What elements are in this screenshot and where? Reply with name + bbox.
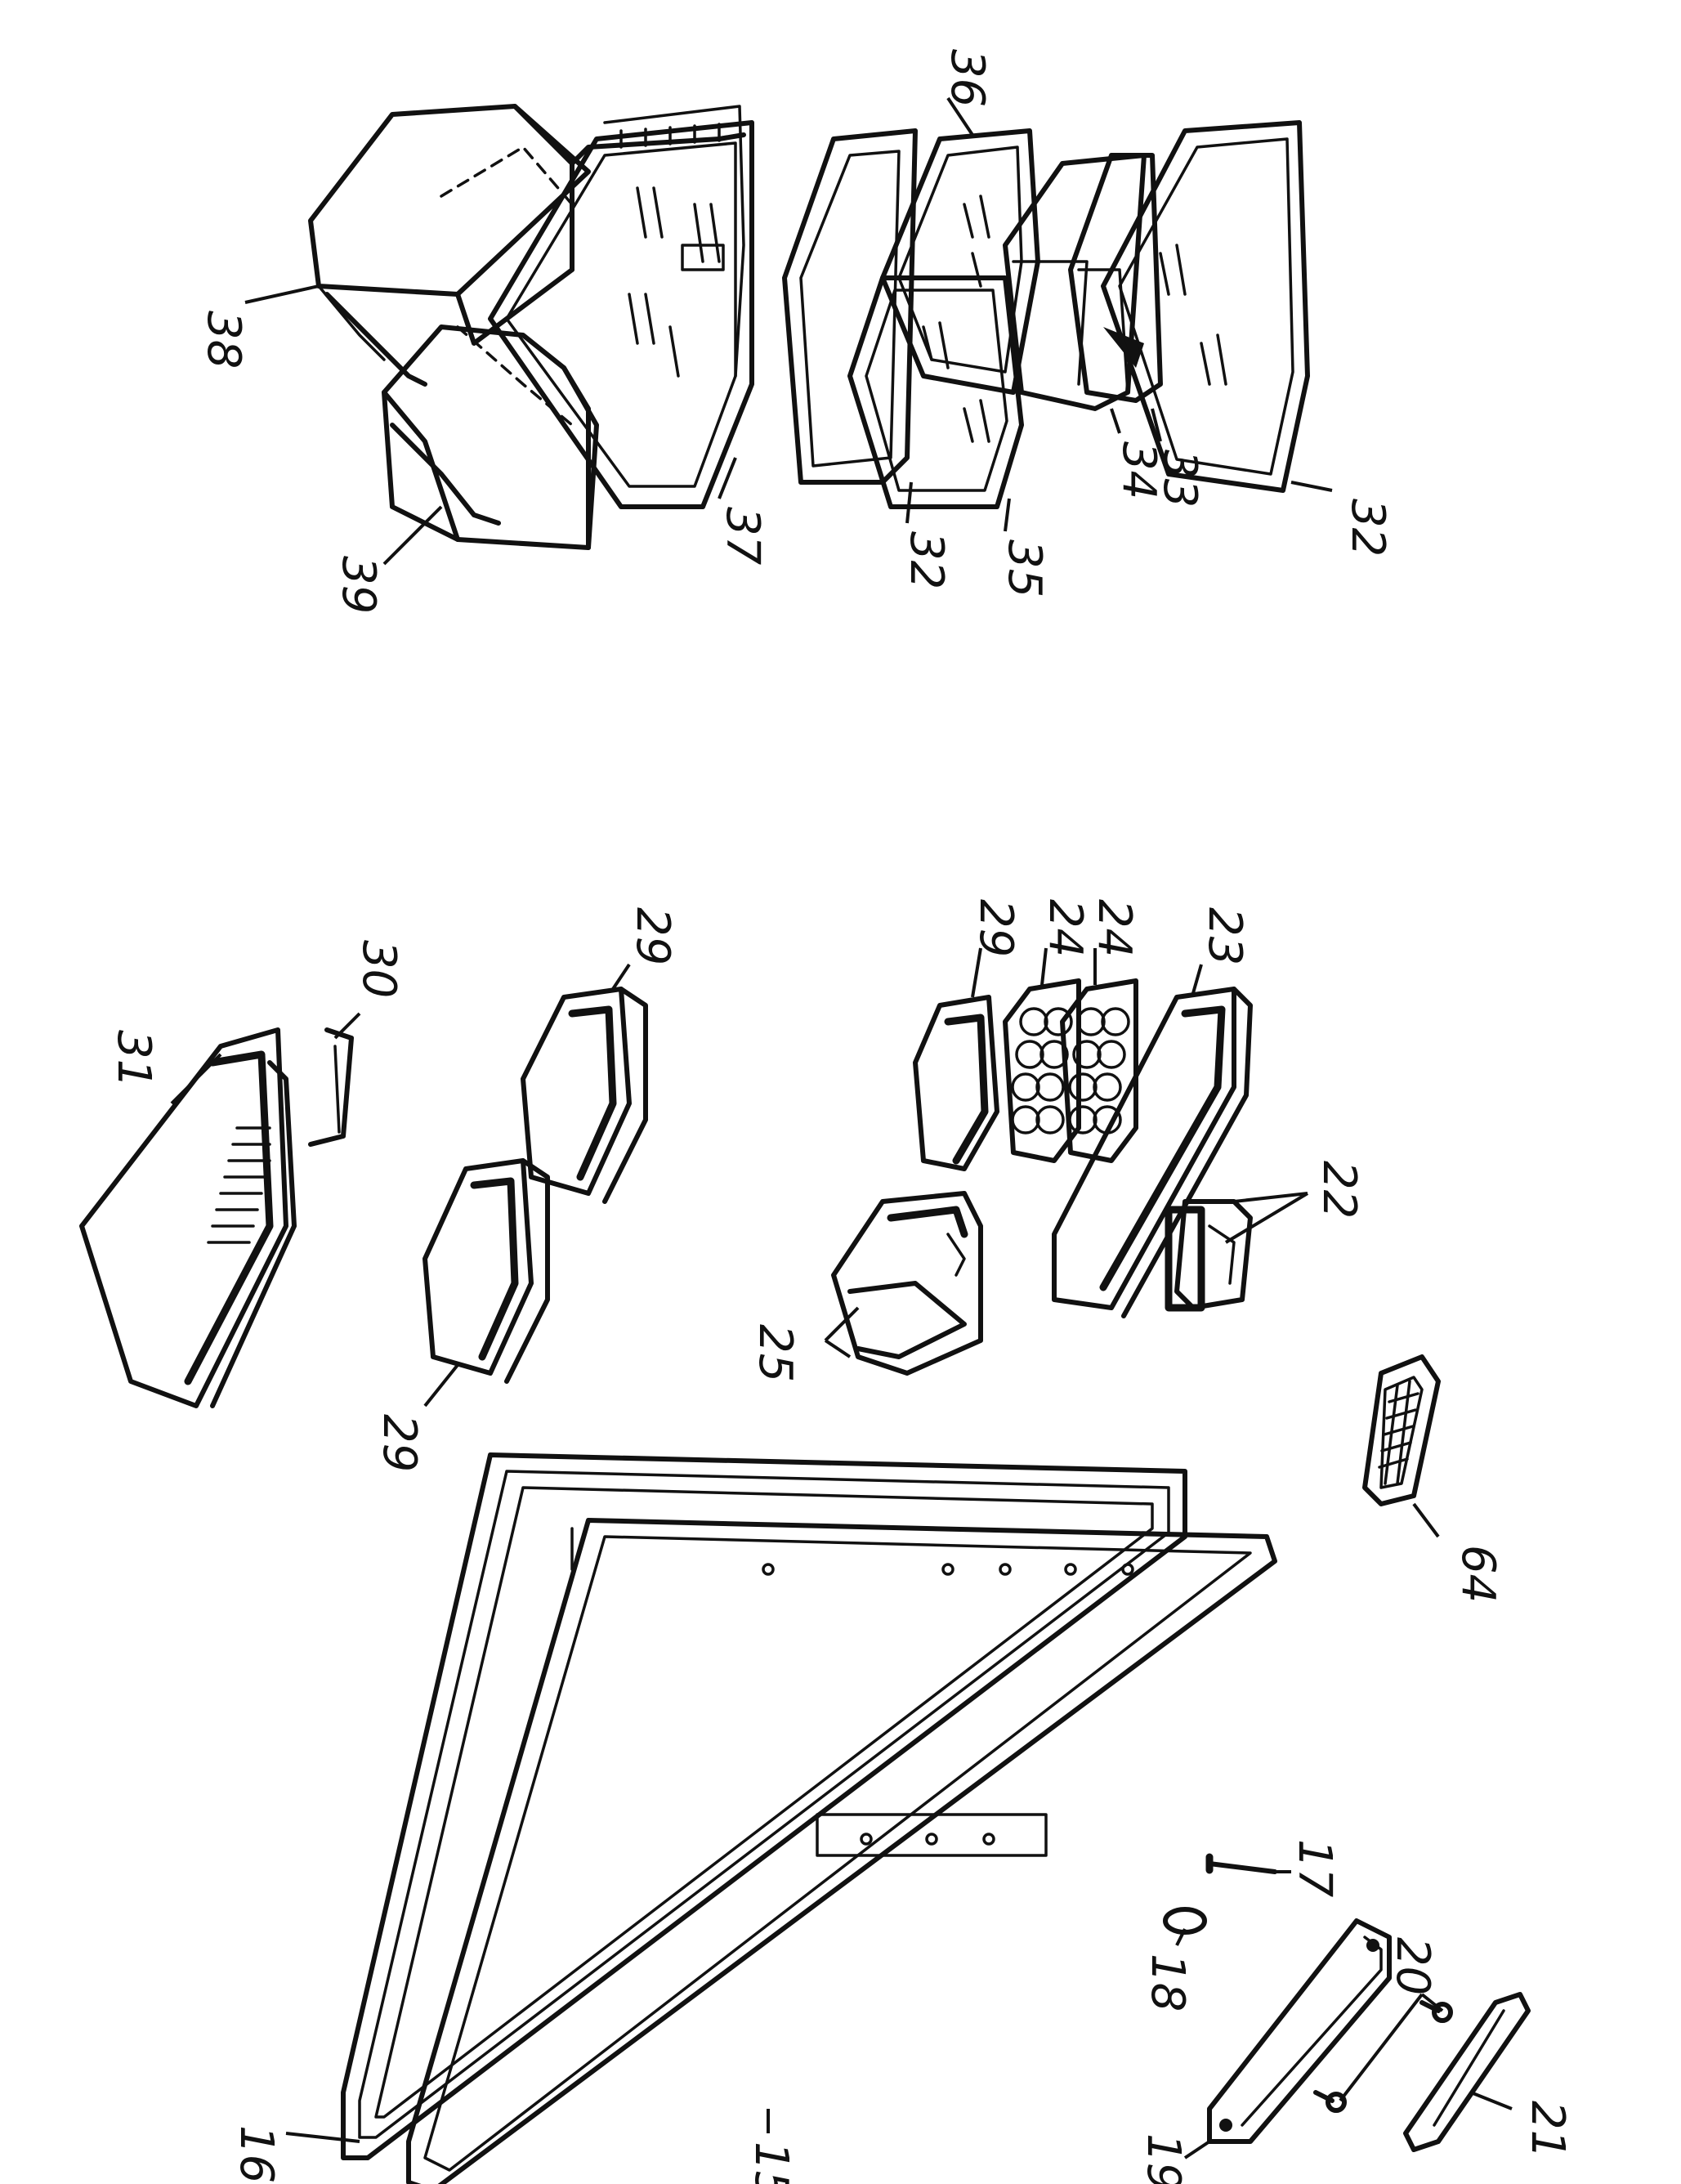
part-20-screw-upper (1419, 2000, 1453, 2023)
part-32-shelf-right (1101, 120, 1310, 493)
callout-33: 33 (1153, 450, 1206, 508)
part-24-egg-tray-upper (1003, 978, 1081, 1163)
part-20-screw-lower (1313, 2090, 1347, 2113)
callout-38: 38 (197, 311, 250, 369)
part-64-ice-tray (1362, 1354, 1441, 1506)
callout-64: 64 (1451, 1545, 1504, 1603)
part-39-crisper-drawer (382, 324, 599, 550)
callout-39: 39 (332, 556, 385, 614)
part-25-bottle-holder (831, 1191, 983, 1376)
callout-19: 19 (1137, 2133, 1190, 2184)
callout-29-upper: 29 (626, 907, 679, 965)
callout-22: 22 (1312, 1161, 1366, 1219)
callout-35: 35 (998, 539, 1051, 597)
callout-37: 37 (716, 507, 769, 566)
callout-25: 25 (749, 1324, 802, 1382)
part-15-door-liner (406, 1518, 1277, 2184)
callout-34: 34 (1112, 441, 1165, 499)
part-29-door-bin-upper (521, 987, 648, 1204)
callout-32-right: 32 (1341, 499, 1394, 557)
part-21-handle-trim (1403, 1992, 1531, 2152)
part-33-shelf-rail (1068, 153, 1163, 403)
part-30-wire-rack (308, 1027, 354, 1147)
part-16-door-gasket (341, 1452, 1187, 2160)
part-29-door-bin-lower (422, 1158, 550, 1384)
part-19-hinge-bracket (1207, 1918, 1392, 2144)
callout-21: 21 (1521, 2101, 1574, 2159)
part-38-crisper-drawer (308, 104, 591, 387)
callout-30: 30 (352, 940, 405, 998)
part-29-door-bin-right (913, 995, 999, 1171)
part-31-dairy-bin (79, 1027, 297, 1408)
callout-23: 23 (1198, 907, 1251, 965)
part-18-plug (1163, 1907, 1207, 1935)
part-23-door-shelf-bin (1052, 987, 1253, 1318)
callout-16: 16 (230, 2125, 283, 2183)
callout-32-left: 32 (900, 531, 953, 589)
callout-24-lower: 24 (1088, 899, 1141, 957)
callout-36: 36 (941, 49, 994, 107)
leader-lines (170, 96, 1513, 2159)
part-17-screw (1205, 1853, 1277, 1874)
callout-20: 20 (1386, 1937, 1439, 1995)
callout-29-right: 29 (969, 899, 1022, 957)
callout-15: 15 (744, 2141, 798, 2184)
callout-31: 31 (107, 1030, 160, 1088)
callout-24-upper: 24 (1039, 899, 1092, 957)
callout-labels: 38 39 37 36 32 35 34 33 32 31 30 29 29 2… (107, 49, 1574, 2184)
part-37-crisper-cover (488, 105, 754, 509)
part-35-shelf-glass (847, 275, 1024, 509)
callout-18: 18 (1141, 1954, 1194, 2012)
callout-17: 17 (1288, 1839, 1341, 1898)
callout-29-lower: 29 (373, 1414, 426, 1472)
